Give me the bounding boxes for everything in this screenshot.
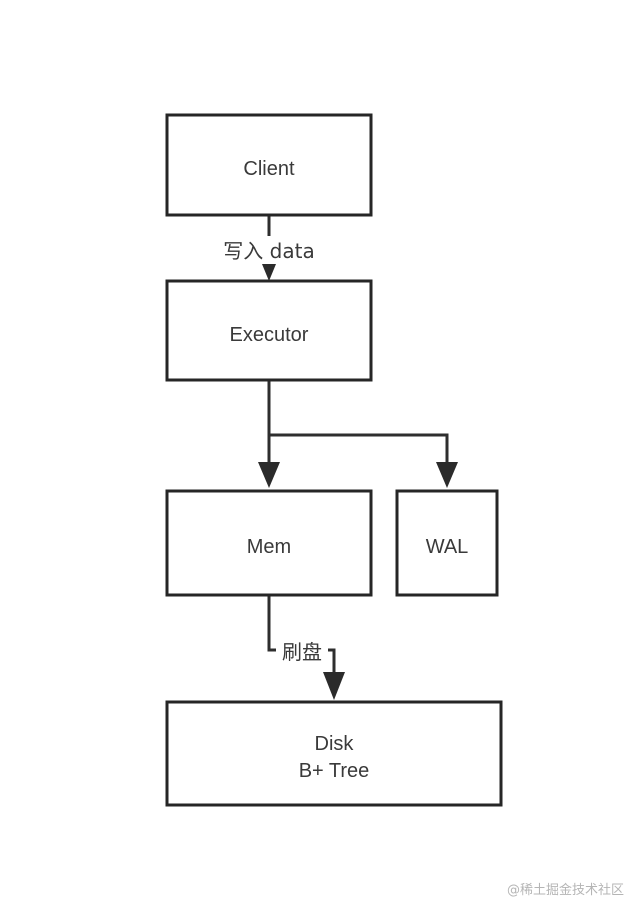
node-client: Client [165,113,373,217]
node-wal-label: WAL [426,536,469,558]
node-mem: Mem [165,489,373,597]
node-mem-box [165,489,373,597]
node-disk-label-line1: Disk [315,733,355,755]
node-executor: Executor [165,279,373,382]
edge-executor-to-wal [269,433,458,488]
node-disk-box [165,700,503,807]
node-wal-box [395,489,499,597]
watermark-text: @稀土掘金技术社区 [507,882,624,898]
edge-label-write-data: 写入 data [223,239,314,263]
arrow-head-executor [262,264,276,281]
node-executor-box [165,279,373,382]
node-client-label: Client [243,158,295,180]
edge-client-to-executor: 写入 data [217,215,321,281]
node-disk: Disk B+ Tree [165,700,503,807]
edge-label-background [217,236,321,264]
node-wal: WAL [395,489,499,597]
edge-executor-to-mem [258,380,280,488]
arrow-head-mem [258,462,280,488]
node-mem-label: Mem [247,536,291,558]
node-disk-label-line2: B+ Tree [299,760,370,782]
edge-label-background [276,637,328,665]
node-executor-label: Executor [230,324,309,346]
edge-executor-wal-line [269,433,449,466]
edge-mem-to-disk: 刷盘 [267,596,345,700]
arrow-head-disk [323,672,345,700]
node-client-box [165,113,373,217]
arrow-head-wal [436,462,458,488]
edge-label-flush: 刷盘 [282,640,322,664]
